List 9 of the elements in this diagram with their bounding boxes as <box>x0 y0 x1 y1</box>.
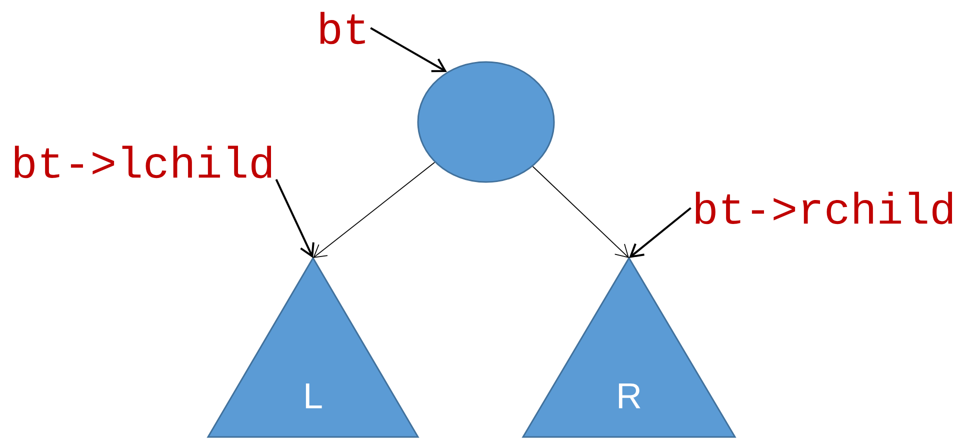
arrow <box>275 179 314 258</box>
tree-node-ellipse <box>417 61 555 183</box>
pointer-label: bt->lchild <box>14 146 272 178</box>
pointer-label: bt->rchild <box>696 192 952 224</box>
arrow <box>532 166 629 258</box>
arrow <box>313 162 436 258</box>
arrow <box>370 27 447 72</box>
arrow <box>629 207 692 258</box>
pointer-label: bt <box>320 12 365 44</box>
